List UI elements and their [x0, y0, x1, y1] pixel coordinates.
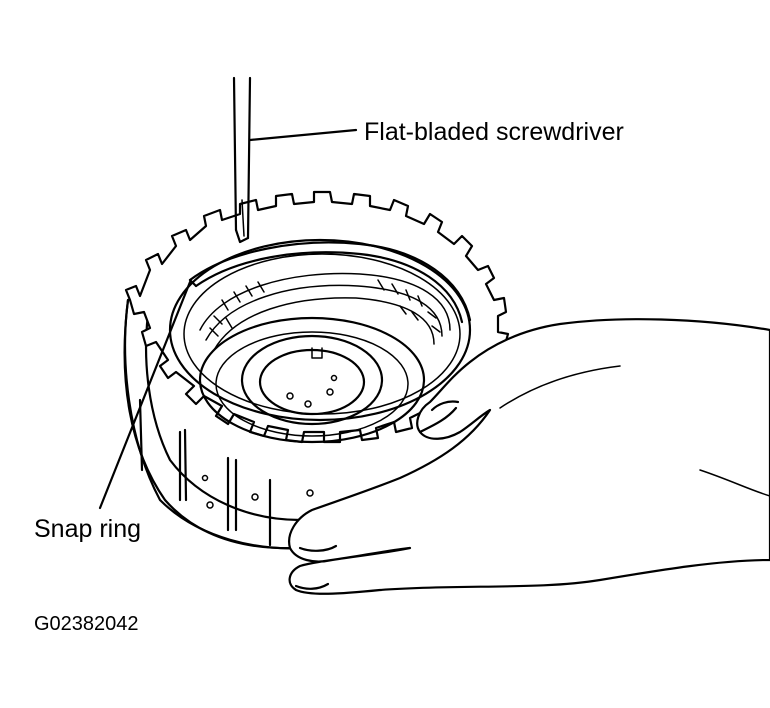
- snap-ring-leader-line: [98, 280, 192, 510]
- snap-ring-label: Snap ring: [34, 515, 141, 543]
- leader-lines: [98, 128, 358, 510]
- screwdriver-leader-line: [248, 128, 358, 142]
- screwdriver: [232, 76, 252, 244]
- screwdriver-label: Flat-bladed screwdriver: [364, 118, 624, 146]
- figure-id: G02382042: [34, 613, 139, 635]
- clutch-drum: [123, 190, 510, 550]
- hand: [288, 318, 770, 595]
